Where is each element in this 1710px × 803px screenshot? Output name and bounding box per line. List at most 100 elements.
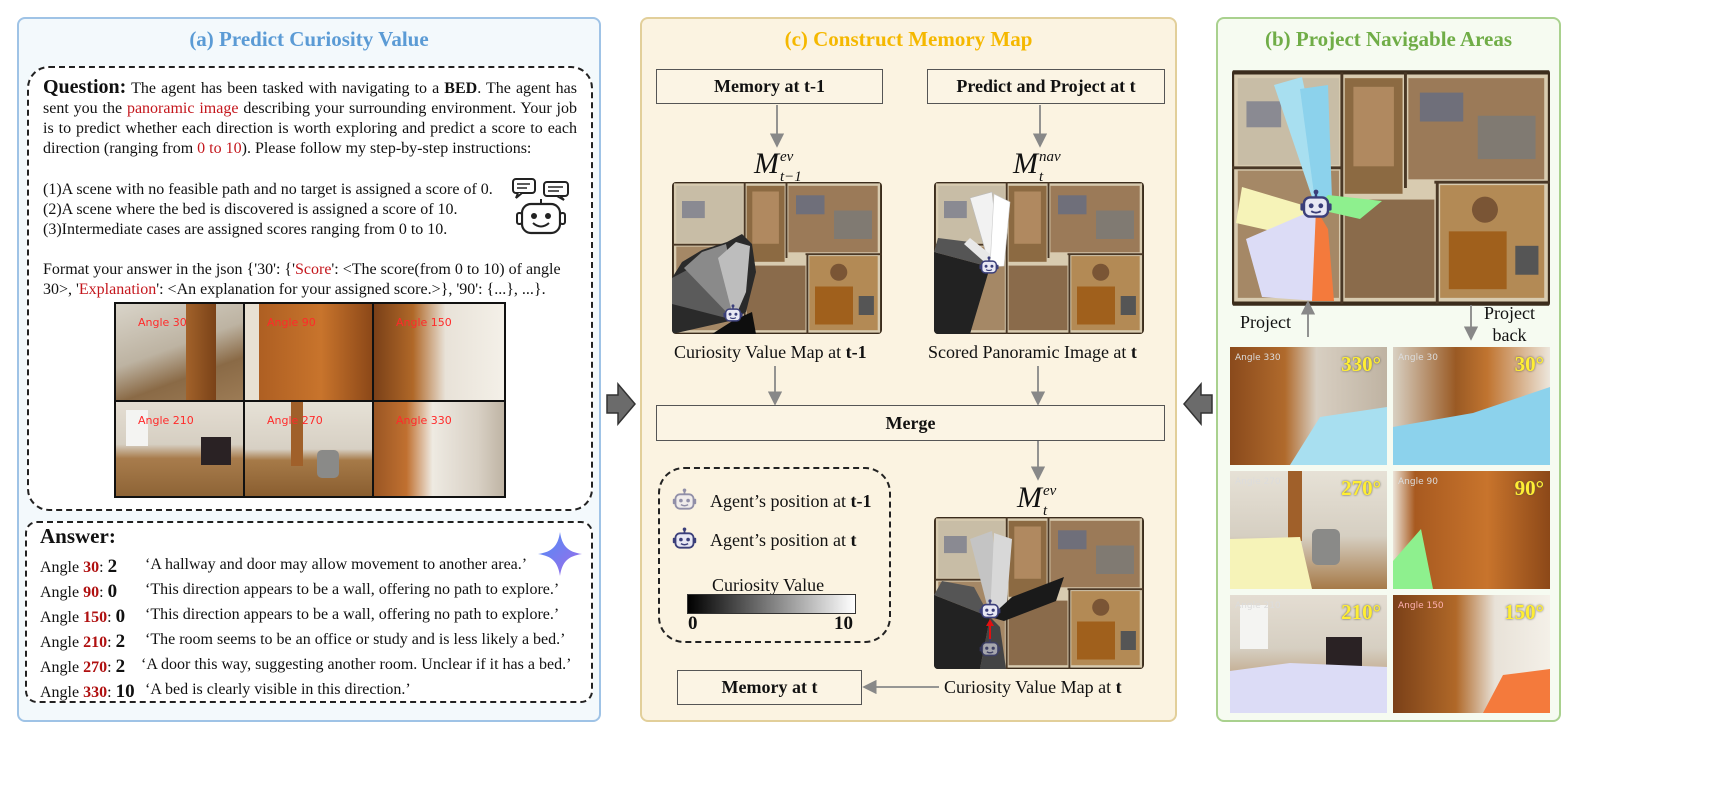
- robot-icon-prev: [671, 488, 698, 515]
- view-degree: 150°: [1504, 600, 1544, 624]
- answer-explanation: ‘This direction appears to be a wall, of…: [145, 581, 560, 598]
- panel-project-navigable: (b) Project Navigable Areas Project Proj…: [1216, 17, 1561, 722]
- arrow-right-icon: [606, 382, 636, 426]
- rule-item: (2)A scene where the bed is discovered i…: [43, 201, 458, 218]
- answer-row: Angle 90: 0: [40, 581, 118, 602]
- project-arrows: [1300, 300, 1479, 341]
- projected-view-90: Angle 90 90°: [1393, 471, 1550, 589]
- answer-prefix: Angle: [40, 559, 84, 576]
- legend-time: t: [850, 530, 857, 550]
- caption-time: t: [1130, 342, 1137, 362]
- answer-angle: 210: [83, 634, 108, 651]
- legend-box: [658, 467, 891, 643]
- caption-curiosity-prev: Curiosity Value Map at t-1: [674, 342, 867, 363]
- view-degree: 330°: [1341, 352, 1381, 376]
- view-angle-label: Angle 210: [1235, 601, 1281, 611]
- caption-text: Curiosity Value Map at: [944, 677, 1116, 697]
- math-sup: ev: [1043, 483, 1057, 499]
- project-back-line: back: [1492, 325, 1527, 345]
- project-label: Project: [1240, 312, 1291, 332]
- math-sup: ev: [780, 149, 794, 165]
- question-part: . The agent has sent you the: [43, 80, 577, 117]
- chat-robot-icon: [512, 178, 569, 235]
- answer-angle: 30: [83, 559, 100, 576]
- rules-list: (1)A scene with no feasible path and no …: [43, 180, 493, 240]
- rule-item: (1)A scene with no feasible path and no …: [43, 181, 493, 198]
- answer-angle: 330: [83, 684, 108, 701]
- projected-view-30: Angle 30 30°: [1393, 347, 1550, 465]
- answer-angle: 150: [83, 609, 108, 626]
- panel-predict-curiosity: (a) Predict Curiosity Value Question: Th…: [17, 17, 601, 722]
- angle-label: Angle 330: [396, 414, 452, 427]
- view-angle-label: Angle 330: [1235, 353, 1281, 363]
- answer-prefix: Angle: [40, 634, 84, 651]
- legend-current-position: Agent’s position at t: [710, 530, 857, 551]
- answer-row: Angle 270: 2: [40, 656, 126, 677]
- angle-label: Angle 210: [138, 414, 194, 427]
- colorbar-title: Curiosity Value: [712, 575, 825, 595]
- question-part: describing your surrounding environment.…: [43, 100, 577, 157]
- curiosity-map-current: [934, 517, 1144, 669]
- answer-box: [25, 521, 593, 703]
- math-sub: t: [1039, 169, 1044, 185]
- caption-time: t: [1115, 677, 1122, 697]
- score-key: Score: [294, 261, 332, 278]
- caption-scored-panoramic: Scored Panoramic Image at t: [928, 342, 1137, 363]
- answer-score: 2: [115, 656, 126, 677]
- legend-prev-position: Agent’s position at t-1: [710, 491, 872, 512]
- format-instruction: Format your answer in the json {'30': {'…: [43, 260, 577, 300]
- answer-prefix: Angle: [40, 584, 84, 601]
- view-angle-label: Angle 150: [1398, 601, 1444, 611]
- answer-explanation: ‘A bed is clearly visible in this direct…: [145, 681, 411, 698]
- arrow-left-icon: [1183, 382, 1213, 426]
- angle-label: Angle 30: [138, 316, 187, 329]
- angle-label: Angle 90: [267, 316, 316, 329]
- answer-row: Angle 210: 2: [40, 631, 126, 652]
- panoramic-image-highlight: panoramic image: [126, 100, 239, 117]
- answer-row: Angle 150: 0: [40, 606, 126, 627]
- answer-explanation: ‘A door this way, suggesting another roo…: [141, 656, 572, 673]
- answer-score: 0: [115, 606, 126, 627]
- caption-curiosity-current: Curiosity Value Map at t: [944, 677, 1122, 698]
- answer-prefix: Angle: [40, 684, 84, 701]
- caption-time: t-1: [845, 342, 867, 362]
- explanation-key: Explanation: [78, 281, 157, 298]
- answer-prefix: Angle: [40, 609, 84, 626]
- score-range-highlight: 0 to 10: [197, 140, 242, 157]
- question-text: Question: The agent has been tasked with…: [43, 77, 577, 159]
- answer-score: 2: [115, 631, 126, 652]
- view-angle-90: Angle 90: [245, 304, 372, 400]
- memory-prev-box: Memory at t-1: [656, 69, 883, 104]
- colorbar-min: 0: [688, 613, 698, 634]
- flow-arrows: [767, 105, 1048, 695]
- answer-angle: 270: [83, 659, 108, 676]
- answer-row: Angle 330: 10: [40, 681, 135, 702]
- sparkle-icon: [538, 532, 582, 576]
- answer-angle: 90: [83, 584, 100, 601]
- question-label: Question:: [43, 76, 127, 98]
- memory-current-box: Memory at t: [677, 670, 862, 705]
- answer-explanation: ‘A hallway and door may allow movement t…: [145, 556, 528, 573]
- view-degree: 90°: [1514, 476, 1544, 500]
- angle-label: Angle 150: [396, 316, 452, 329]
- answer-prefix: Angle: [40, 659, 84, 676]
- legend-text: Agent’s position at: [710, 491, 851, 511]
- caption-text: Curiosity Value Map at: [674, 342, 846, 362]
- math-base: M: [754, 147, 779, 180]
- view-angle-150: Angle 150: [374, 304, 504, 400]
- panel-a-title: (a) Predict Curiosity Value: [189, 27, 429, 51]
- legend-time: t-1: [850, 491, 872, 511]
- colorbar-max: 10: [834, 613, 853, 634]
- answer-explanation: ‘This direction appears to be a wall, of…: [145, 606, 560, 623]
- answer-score: 10: [115, 681, 135, 702]
- math-base: M: [1013, 147, 1038, 180]
- panel-c-title: (c) Construct Memory Map: [784, 27, 1033, 51]
- projected-view-210: Angle 210 210°: [1230, 595, 1387, 713]
- merge-box: Merge: [656, 405, 1165, 441]
- projected-view-330: Angle 330 330°: [1230, 347, 1387, 465]
- view-angle-label: Angle 30: [1398, 353, 1438, 363]
- projected-view-150: Angle 150 150°: [1393, 595, 1550, 713]
